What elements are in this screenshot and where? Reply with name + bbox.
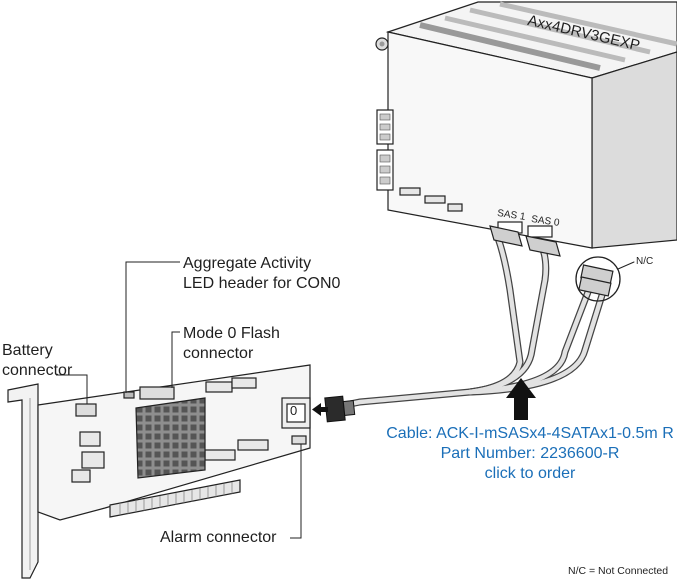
alarm-connector-label: Alarm connector <box>160 529 277 546</box>
raid-controller-card <box>7 364 311 579</box>
click-to-order-link[interactable]: click to order <box>484 465 576 482</box>
cable-pointer-arrow <box>506 378 536 420</box>
mode0-flash-label-line1: Mode 0 Flash <box>183 325 280 342</box>
nc-footnote: N/C = Not Connected <box>568 565 669 577</box>
battery-connector-label-line1: Battery <box>2 342 53 359</box>
not-connected-circle <box>575 256 621 302</box>
mode0-flash-label-line2: connector <box>183 345 254 362</box>
aggregate-activity-label-line1: Aggregate Activity <box>183 255 312 272</box>
insert-arrow <box>312 403 328 416</box>
expander-board <box>375 1 677 249</box>
cable-part-number-text: Part Number: 2236600-R <box>440 445 620 462</box>
aggregate-activity-label-line2: LED header for CON0 <box>183 275 341 292</box>
card-port-number: 0 <box>290 403 298 418</box>
nc-label: N/C <box>636 256 654 267</box>
callout-leader-lines <box>56 261 302 539</box>
battery-connector-label-line2: connector <box>2 362 73 379</box>
sas-cable-bundle <box>324 225 635 423</box>
cable-name-text: Cable: ACK-I-mSASx4-4SATAx1-0.5m R <box>386 425 674 442</box>
